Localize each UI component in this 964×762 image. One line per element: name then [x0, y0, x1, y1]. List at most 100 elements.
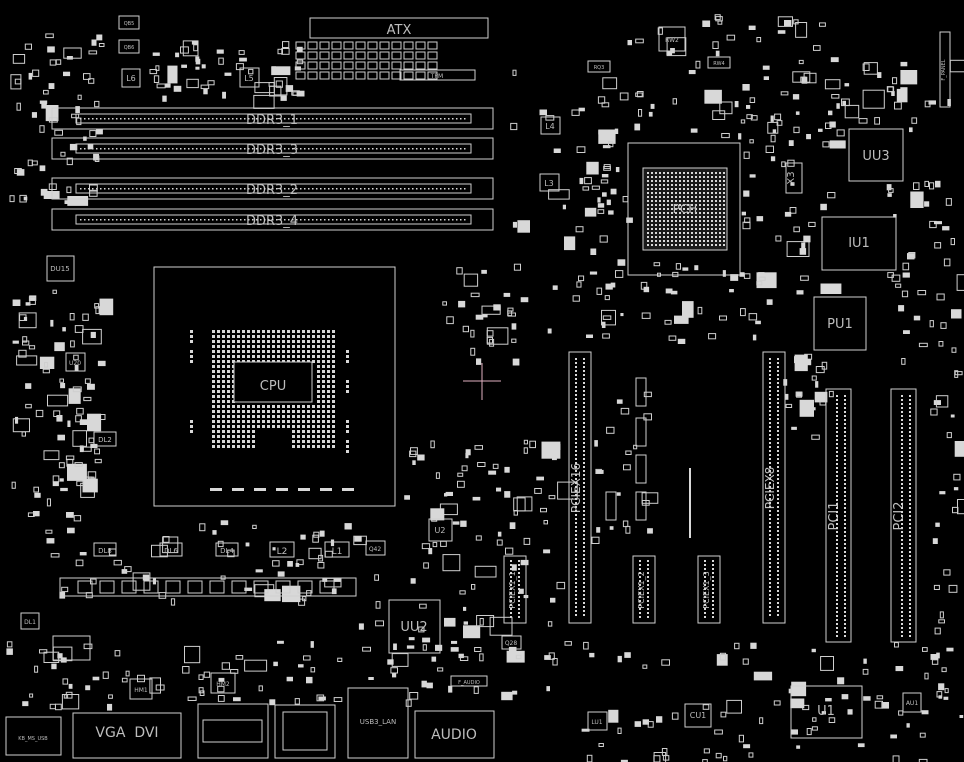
dl8-label: DL8: [98, 547, 112, 555]
dl6-label: DL6: [164, 547, 178, 555]
pciex1-3-slot[interactable]: PCIEX1_3: [697, 555, 721, 624]
inductor-l6[interactable]: L6: [121, 68, 141, 88]
chip-du15[interactable]: DU15: [46, 255, 75, 282]
u20-label: U20: [69, 360, 81, 367]
lu1-label: LU1: [591, 719, 602, 726]
pch-chip[interactable]: PCH: [627, 142, 741, 276]
qb6-label: QB6: [124, 45, 135, 51]
inductor-l1[interactable]: L1: [324, 541, 350, 558]
au1-label: AU1: [906, 700, 918, 707]
pci2-label: PCI2: [892, 501, 907, 530]
atx-connector[interactable]: ATX: [295, 17, 489, 80]
cpu-label: CPU: [260, 379, 286, 394]
ddr3-2-label: DDR3_2: [246, 183, 298, 198]
front-panel-header[interactable]: F_PANEL: [939, 31, 951, 108]
chip-pu1[interactable]: PU1: [813, 296, 867, 351]
resistor-rw4[interactable]: RW4: [707, 56, 731, 69]
diode-dl1[interactable]: DL1: [20, 612, 40, 630]
diode-dl6[interactable]: DL6: [159, 542, 183, 557]
pci2-slot[interactable]: PCI2: [890, 388, 917, 643]
chip-lu1[interactable]: LU1: [587, 711, 608, 731]
chip-au1[interactable]: AU1: [902, 692, 922, 713]
ddr3-1-label: DDR3_1: [246, 113, 298, 128]
l2-label: L2: [277, 547, 288, 557]
iu1-label: IU1: [848, 236, 870, 251]
rw2-label: RW2: [665, 37, 679, 44]
inductor-l4[interactable]: L4: [540, 116, 561, 135]
l1-label: L1: [332, 547, 343, 557]
chip-u2[interactable]: U2: [428, 518, 453, 542]
diode-dl8[interactable]: DL8: [93, 542, 117, 557]
inductor-l3[interactable]: L3: [539, 173, 560, 192]
chip-u20[interactable]: U20: [65, 352, 86, 372]
x3-label: X3: [786, 171, 797, 184]
chip-cu1[interactable]: CU1: [684, 703, 712, 728]
vga-dvi-label: VGA DVI: [95, 725, 158, 741]
q42-label: Q42: [369, 546, 382, 553]
u1-label: U1: [817, 704, 835, 719]
usb-lan-connector[interactable]: USB3_LAN: [347, 687, 409, 759]
pci1-label: PCI1: [827, 501, 842, 530]
audio-label: AUDIO: [431, 727, 477, 743]
transistor-q28[interactable]: Q28: [501, 635, 522, 650]
chip-uu3[interactable]: UU3: [848, 128, 904, 182]
transistor-qb5[interactable]: QB5: [118, 15, 140, 30]
pci1-slot[interactable]: PCI1: [825, 388, 852, 643]
f-audio-label: F_AUDIO: [458, 680, 480, 686]
chip-hm2[interactable]: HM2: [210, 672, 236, 694]
cpu-socket[interactable]: CPU: [153, 266, 396, 507]
inductor-l2[interactable]: L2: [269, 541, 295, 558]
transistor-qb6[interactable]: QB6: [118, 39, 140, 54]
pciex1-3-label: PCIEX1_3: [702, 571, 711, 608]
q28-label: Q28: [505, 640, 518, 647]
dl4-label: DL4: [220, 547, 234, 555]
cu1-label: CU1: [690, 711, 707, 720]
ddr3-slot-2[interactable]: DDR3_2: [51, 177, 494, 200]
l3-label: L3: [544, 179, 554, 188]
rq3-label: RQ3: [594, 65, 605, 71]
pciex1-2-label: PCIEX1_2: [637, 571, 646, 608]
inductor-l5[interactable]: L5: [239, 67, 260, 88]
front-audio-header[interactable]: F_AUDIO: [450, 675, 488, 687]
diode-dl2[interactable]: DL2: [93, 431, 117, 447]
diode-dl4[interactable]: DL4: [215, 542, 239, 557]
pch-label: PCH: [673, 202, 698, 216]
pciex1-2-slot[interactable]: PCIEX1_2: [632, 555, 656, 624]
hm1-label: HM1: [134, 687, 148, 694]
pu1-label: PU1: [827, 317, 853, 332]
l6-label: L6: [126, 74, 136, 83]
chip-uu2[interactable]: UU2: [388, 599, 441, 654]
chip-u1[interactable]: U1: [790, 685, 863, 739]
qb5-label: QB5: [124, 21, 135, 27]
chip-hm1[interactable]: HM1: [129, 678, 153, 700]
resistor-rw2[interactable]: RW2: [658, 26, 686, 52]
ddr3-3-label: DDR3_3: [246, 143, 298, 158]
rw4-label: RW4: [713, 61, 724, 67]
ddr3-4-label: DDR3_4: [246, 214, 298, 229]
chip-iu1[interactable]: IU1: [821, 216, 897, 271]
transistor-q42[interactable]: Q42: [365, 540, 386, 556]
audio-connector[interactable]: AUDIO: [414, 710, 495, 759]
tpm-header[interactable]: TPM: [399, 69, 476, 81]
dvi-connector-body[interactable]: [197, 703, 269, 759]
vga-dvi-connector[interactable]: VGA DVI: [72, 712, 182, 759]
kb-ms-usb-label: KB_MS_USB: [18, 736, 48, 742]
resistor-rq3[interactable]: RQ3: [587, 60, 611, 73]
ddr3-slot-4[interactable]: DDR3_4: [51, 208, 494, 231]
du15-label: DU15: [50, 265, 69, 273]
crystal-x3[interactable]: X3: [785, 162, 803, 194]
kb-ms-usb-connector[interactable]: KB_MS_USB: [5, 716, 62, 756]
pciex1-1-slot[interactable]: PCIEX1_1: [503, 555, 527, 624]
usb-connector[interactable]: [274, 704, 336, 759]
small-components: [6, 14, 964, 762]
dl1-label: DL1: [24, 619, 36, 626]
atx-label: ATX: [387, 23, 412, 38]
u2-label: U2: [435, 526, 446, 535]
tpm-label: TPM: [430, 73, 443, 80]
ddr3-slot-3[interactable]: DDR3_3: [51, 137, 494, 160]
f-panel-label: F_PANEL: [941, 59, 947, 80]
pciex1-1-label: PCIEX1_1: [508, 571, 517, 608]
l4-label: L4: [545, 122, 555, 131]
ddr3-slot-1[interactable]: DDR3_1: [51, 107, 494, 130]
